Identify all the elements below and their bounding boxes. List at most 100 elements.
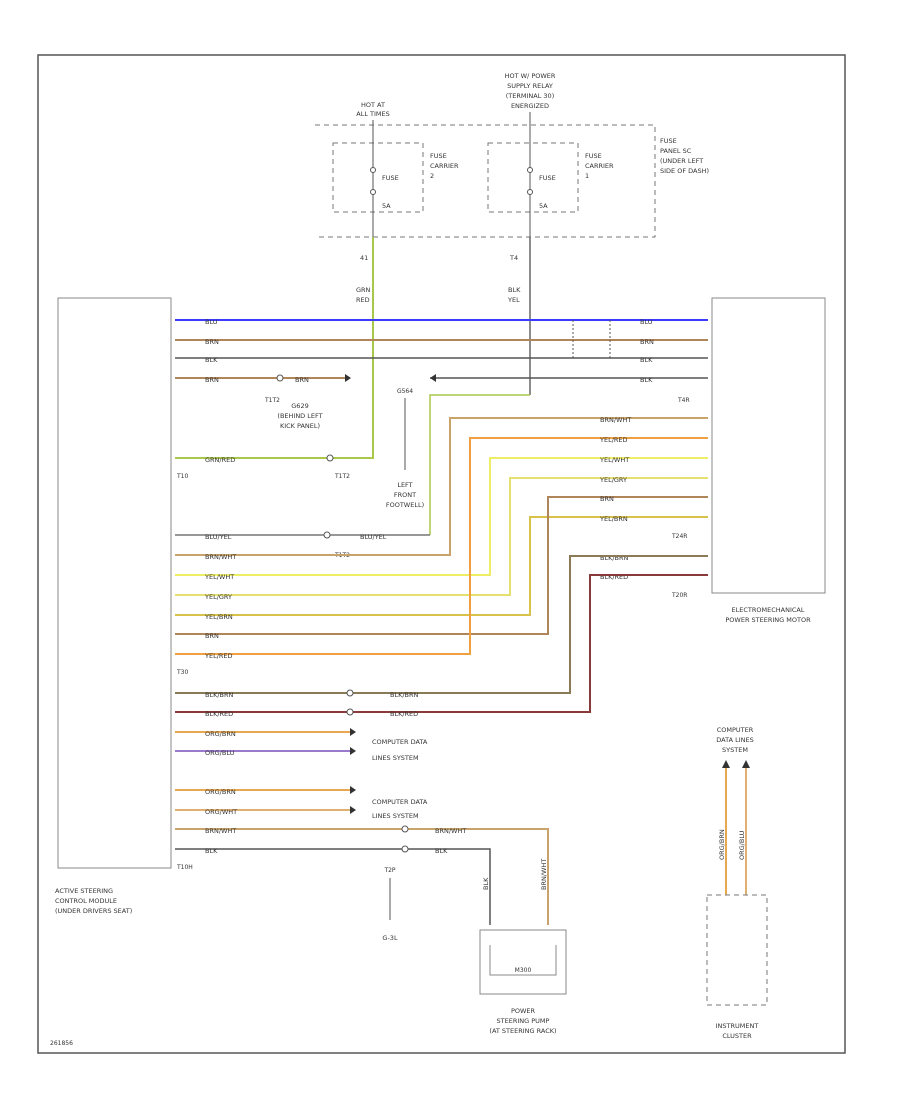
wire-yel-brn: [175, 516, 708, 616]
arrow-org-wht: [350, 806, 356, 814]
arrow-org-blu: [350, 747, 356, 755]
r-wire-blk-red: BLK/RED: [600, 573, 628, 581]
r-wire-brn-wht: BRN/WHT: [600, 416, 631, 424]
mid-wire-group: BLU/YEL BLU/YEL T1T2 BRN/WHT YEL/WHT YEL…: [175, 417, 708, 660]
fuse-panel-line2: PANEL SC: [660, 147, 692, 155]
wire-blk-red-mid: BLK/RED: [390, 710, 418, 718]
wire-brn-wht-2: [175, 828, 549, 925]
top-wire-group: BLU BLU BRN BRN BLK BLK BRN BRN T1T2 BLK: [175, 318, 708, 404]
wire-yel-red: [175, 437, 708, 655]
fuse-carrier-left-line2: CARRIER: [430, 162, 459, 170]
hot-relay-line1: HOT W/ POWER: [505, 72, 556, 80]
active-steering-module: [57, 297, 172, 869]
wire-blk-label: BLK: [205, 356, 218, 364]
fuse-right-terminal-bottom: [527, 189, 533, 195]
fuse-carrier-left-line3: 2: [430, 172, 434, 180]
fuse-panel-line4: SIDE OF DASH): [660, 167, 709, 175]
r-wire-yel-wht: YEL/WHT: [599, 456, 629, 464]
fuse-left-terminal-top: [370, 167, 376, 173]
g-bottom-id: T2P: [383, 867, 395, 874]
fuse-carrier-right-line3: 1: [585, 172, 589, 180]
wire-brn-3: [175, 496, 708, 635]
g564-line1: LEFT: [397, 481, 412, 489]
right-module-name-2: POWER STEERING MOTOR: [725, 616, 811, 624]
pump-wire-right: BRN/WHT: [540, 859, 548, 890]
cluster-data-2: DATA LINES: [716, 736, 753, 744]
g629-line3: KICK PANEL): [280, 422, 320, 430]
wire-grn-red-vertical: [330, 237, 374, 459]
fuse-carrier-right: [487, 142, 579, 213]
splice-blk-brn: [346, 689, 354, 697]
left-conn-t10h: T10H: [176, 864, 193, 871]
wire-yel-brn-label: YEL/BRN: [204, 613, 233, 621]
g629-line2: (BEHIND LEFT: [277, 412, 322, 420]
wire-right-fuse-jog: [429, 394, 530, 535]
wire-right-num: T4: [509, 254, 518, 262]
cluster-wire-left-label: ORG/BRN: [718, 829, 726, 860]
cluster-name-2: CLUSTER: [722, 1032, 752, 1040]
wire-right-color-1: BLK: [508, 286, 521, 294]
hot-relay-line3: (TERMINAL 30): [506, 92, 554, 100]
wire-left-color-1: GRN: [356, 286, 371, 294]
hot-at-all-line2: ALL TIMES: [356, 110, 389, 118]
hot-relay-line4: ENERGIZED: [511, 102, 549, 110]
wire-blk-red-label: BLK/RED: [205, 710, 233, 718]
fuse-carrier-left-line1: FUSE: [430, 152, 447, 160]
wire-org-blu-label: ORG/BLU: [205, 749, 235, 757]
wire-blu-yel-label: BLU/YEL: [205, 533, 232, 541]
right-module-name-1: ELECTROMECHANICAL: [732, 606, 805, 614]
g564-id: G564: [397, 388, 413, 395]
wire-blk-3-label: BLK: [205, 847, 218, 855]
fuse-left-label: FUSE: [382, 174, 399, 182]
power-steering-pump: [479, 929, 567, 995]
data-lines-2-line2: LINES SYSTEM: [372, 812, 419, 820]
r-wire-blk-brn: BLK/BRN: [600, 554, 629, 562]
left-conn-t30: T30: [176, 669, 188, 676]
power-steering-motor: [711, 297, 826, 594]
hot-relay-line2: SUPPLY RELAY: [507, 82, 553, 90]
t1t2-splice: [276, 374, 284, 382]
fuse-right-terminal-top: [527, 167, 533, 173]
wire-brn-wht-2-mid: BRN/WHT: [435, 827, 466, 835]
left-module-name-1: ACTIVE STEERING: [55, 887, 113, 895]
wire-org-brn-label: ORG/BRN: [205, 730, 236, 738]
wire-right-color-2: YEL: [507, 296, 520, 304]
pump-name-1: POWER: [511, 1007, 536, 1015]
wire-brn-2-mid: BRN: [295, 376, 309, 384]
left-module-name-3: (UNDER DRIVERS SEAT): [55, 907, 132, 915]
wire-yel-gry: [175, 477, 708, 596]
wire-blk-2-right-label: BLK: [640, 376, 653, 384]
splice-blk-red: [346, 708, 354, 716]
wire-brn-3-label: BRN: [205, 632, 219, 640]
cluster-data-3: SYSTEM: [722, 746, 748, 754]
wire-blu-label: BLU: [205, 318, 218, 326]
bottom-wire-group: BLK/BRN BLK/BRN BLK/RED BLK/RED ORG/BRN …: [175, 555, 708, 925]
t1t2-splice-b: [326, 454, 334, 462]
fuse-panel-outline: [315, 124, 656, 238]
wire-blk-brn: [175, 555, 708, 694]
wire-yel-red-label: YEL/RED: [204, 652, 233, 660]
wire-left-num: 41: [360, 254, 368, 262]
wire-blk-3: [175, 848, 491, 925]
left-module-name-2: CONTROL MODULE: [55, 897, 117, 905]
fuse-panel-line3: (UNDER LEFT: [660, 157, 703, 165]
data-lines-2-line1: COMPUTER DATA: [372, 798, 428, 806]
splice-blk: [401, 845, 409, 853]
hot-at-all-line1: HOT AT: [361, 101, 385, 109]
instrument-cluster: [706, 894, 768, 1006]
wire-yel-gry-label: YEL/GRY: [204, 593, 232, 601]
right-conn-t20r: T20R: [671, 592, 687, 599]
wire-yel-wht: [175, 457, 708, 576]
pump-inner-label: M300: [515, 967, 532, 974]
data-lines-1-line2: LINES SYSTEM: [372, 754, 419, 762]
wire-org-brn-2-label: ORG/BRN: [205, 788, 236, 796]
cluster-name-1: INSTRUMENT: [716, 1022, 759, 1030]
arrow-org-brn-2: [350, 786, 356, 794]
cluster-wire-right-label: ORG/BLU: [738, 830, 746, 860]
pump-name-2: STEERING PUMP: [497, 1017, 550, 1025]
cluster-arrow-left: [722, 760, 730, 768]
r-wire-brn: BRN: [600, 495, 614, 503]
pump-wire-left: BLK: [482, 877, 490, 890]
splice-brn-wht: [401, 825, 409, 833]
